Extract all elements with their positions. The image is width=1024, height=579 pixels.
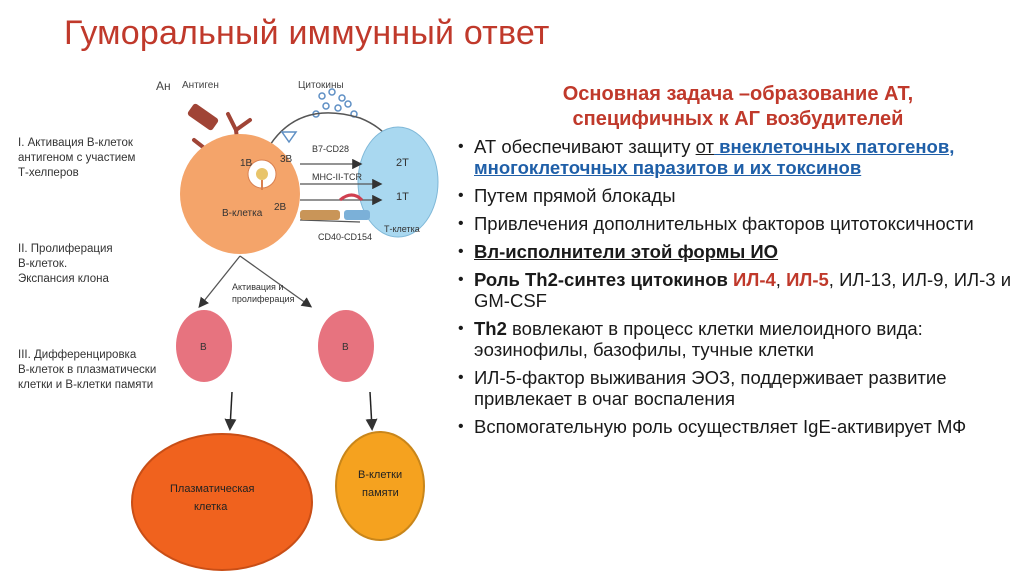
b2-label: 2B	[274, 202, 287, 213]
bullet-1-link-ot[interactable]: от	[695, 136, 714, 157]
arrow-down-right	[365, 391, 378, 431]
arrow-down-left	[224, 391, 237, 431]
bullet-6: Th2 вовлекают в процесс клетки миелоидно…	[458, 318, 1018, 360]
memory-label-2: памяти	[362, 487, 399, 499]
cytokine-dots-icon	[312, 88, 358, 118]
bullet-5-rest: , ИЛ-13, ИЛ-9, ИЛ-3 и GM-CSF	[474, 269, 1012, 311]
b1-label: 1B	[240, 158, 253, 169]
bullet-4-text: Вл-исполнители этой формы ИО	[474, 241, 779, 262]
memory-cell	[335, 431, 425, 541]
cytokines-label: Цитокины	[298, 80, 344, 91]
b-cell	[180, 134, 300, 254]
activation-label-1: Активация и	[232, 282, 283, 292]
t-cell-label: Т-клетка	[384, 224, 420, 234]
stage-2-label: II. Пролиферация В-клеток. Экспансия кло…	[18, 243, 113, 285]
receptor-icon	[280, 131, 298, 144]
nucleus-icon	[247, 159, 277, 190]
t-cell	[357, 126, 439, 238]
activation-label-2: пролиферация	[232, 294, 295, 304]
arrow-left	[198, 255, 241, 309]
bullet-2: Путем прямой блокады	[458, 185, 1018, 206]
immune-response-diagram: Ан Антиген Цитокины mIg	[0, 60, 470, 574]
bullet-5-comma: ,	[775, 269, 787, 290]
bullet-4: Вл-исполнители этой формы ИО	[458, 241, 1018, 262]
bullet-6-bold: Th2	[474, 318, 507, 339]
bullet-5: Роль Th2-синтез цитокинов ИЛ-4, ИЛ-5, ИЛ…	[458, 269, 1018, 311]
main-task-heading: Основная задача –образование АТ, специфи…	[562, 83, 914, 130]
bullet-3: Привлечения дополнительных факторов цито…	[458, 213, 1018, 234]
cytokine-arc-arrow	[269, 112, 392, 146]
cd40-receptor-icon	[300, 210, 340, 220]
t1-label: 1T	[396, 191, 409, 203]
plasma-cell	[131, 433, 313, 571]
memory-label-1: В-клетки	[358, 469, 402, 481]
bullet-5-il5: ИЛ-5	[786, 269, 829, 290]
diagram-svg: Ан Антиген Цитокины mIg	[131, 79, 439, 571]
b7-cd28-label: B7-CD28	[312, 144, 349, 154]
plasma-label-2: клетка	[194, 501, 228, 513]
bullet-6-rest: вовлекают в процесс клетки миелоидного в…	[474, 318, 923, 360]
page-title: Гуморальный иммунный ответ	[64, 14, 550, 52]
bullet-list: АТ обеспечивают защиту от внеклеточных п…	[458, 136, 1018, 437]
text-panel: Основная задача –образование АТ, специфи…	[458, 82, 1018, 444]
cd154-receptor-icon	[344, 210, 370, 220]
arrow-right	[239, 255, 313, 308]
plasma-label-1: Плазматическая	[170, 483, 255, 495]
mhc-tcr-label: MHC-II-TCR	[312, 172, 362, 182]
top-left-label: Ан	[156, 79, 171, 93]
bullet-7: ИЛ-5-фактор выживания ЭОЗ, поддерживает …	[458, 367, 1018, 409]
b-cell-label: В-клетка	[222, 208, 263, 219]
bullet-1-text: АТ обеспечивают защиту	[474, 136, 696, 157]
small-b-right-label: В	[342, 342, 349, 353]
stage-1-label: I. Активация В-клеток антигеном с участи…	[18, 137, 136, 179]
bullet-1-link[interactable]: внеклеточных патогенов, многоклеточных п…	[474, 136, 955, 178]
bullet-8: Вспомогательную роль осуществляет IgE-ак…	[458, 416, 1018, 437]
small-b-cell-left	[176, 310, 232, 382]
antigen-label: Антиген	[182, 80, 219, 91]
antigen-icon	[187, 103, 219, 131]
t2-label: 2T	[396, 157, 409, 169]
bullet-5-bold: Роль Th2-синтез цитокинов	[474, 269, 734, 290]
b3-label: 3B	[280, 154, 293, 165]
stage-3-label: III. Дифференцировка В-клеток в плазмати…	[18, 349, 157, 391]
cd40-label: CD40-CD154	[318, 232, 372, 242]
bullet-1: АТ обеспечивают защиту от внеклеточных п…	[458, 136, 1018, 178]
bullet-5-il4: ИЛ-4	[733, 269, 776, 290]
small-b-left-label: В	[200, 342, 207, 353]
small-b-cell-right	[318, 310, 374, 382]
mhc-icon	[339, 193, 364, 202]
